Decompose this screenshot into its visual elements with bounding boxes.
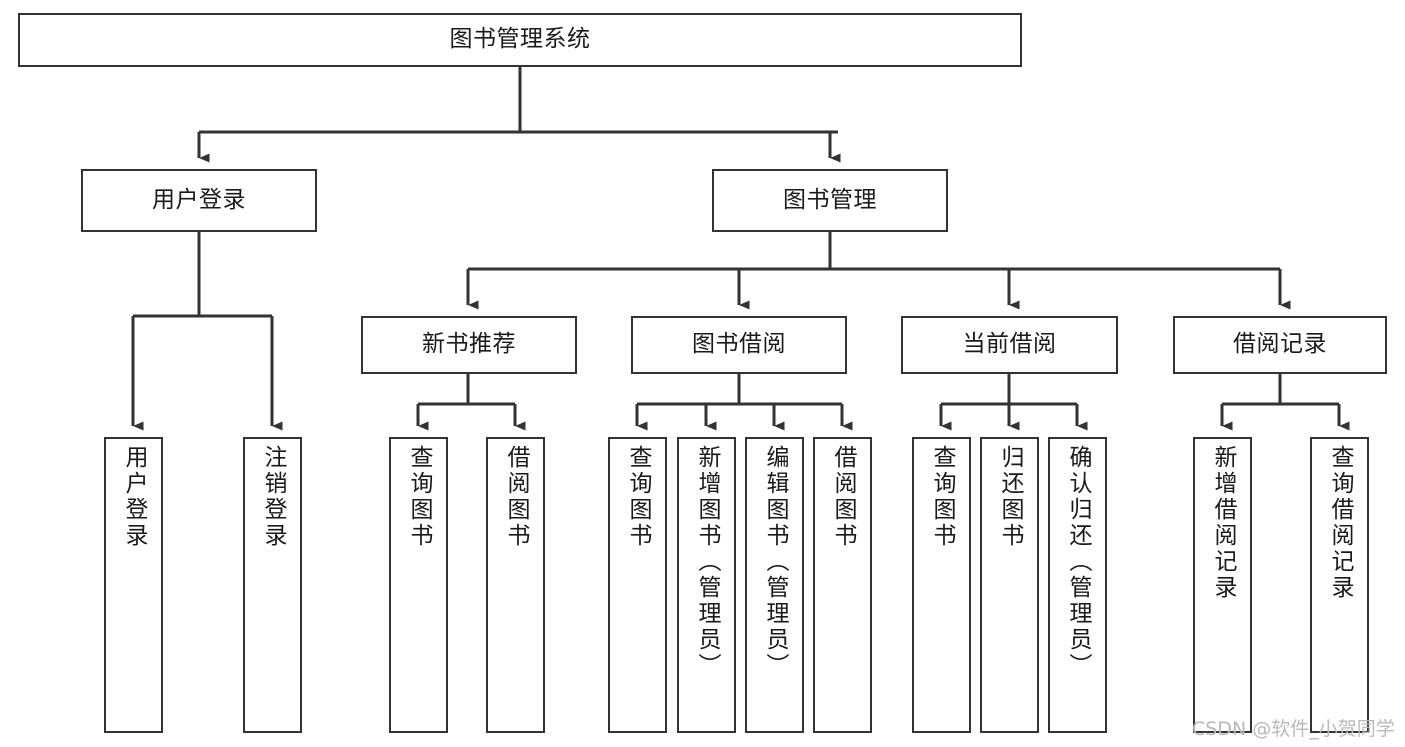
node-current-borrow[interactable]: 当前借阅: [901, 316, 1118, 374]
leaf-logout-login[interactable]: 注销登录: [243, 437, 302, 733]
node-root-label: 图书管理系统: [449, 26, 591, 53]
node-new-book-recommend[interactable]: 新书推荐: [361, 316, 577, 374]
csdn-watermark: CSDN @软件_小贺同学: [1192, 714, 1395, 741]
leaf-confirm-return[interactable]: 确认归还（管理员）: [1048, 437, 1107, 733]
node-book-borrow[interactable]: 图书借阅: [631, 316, 847, 374]
node-new-book-recommend-label: 新书推荐: [422, 331, 516, 358]
leaf-query-book-3[interactable]: 查询图书: [912, 437, 971, 733]
node-current-borrow-label: 当前借阅: [962, 331, 1057, 358]
leaf-user-login-label: 用户登录: [121, 445, 147, 549]
leaf-return-book-label: 归还图书: [997, 445, 1023, 549]
leaf-borrow-book-2[interactable]: 借阅图书: [813, 437, 872, 733]
leaf-user-login[interactable]: 用户登录: [104, 437, 163, 733]
leaf-return-book[interactable]: 归还图书: [980, 437, 1039, 733]
leaf-borrow-book-2-label: 借阅图书: [830, 445, 856, 549]
leaf-confirm-return-label: 确认归还（管理员）: [1065, 445, 1091, 679]
leaf-add-book[interactable]: 新增图书（管理员）: [677, 437, 736, 733]
leaf-query-book-1[interactable]: 查询图书: [389, 437, 448, 733]
leaf-logout-login-label: 注销登录: [260, 445, 286, 549]
leaf-query-record-label: 查询借阅记录: [1327, 445, 1353, 601]
leaf-add-book-label: 新增图书（管理员）: [694, 445, 720, 679]
node-user-login[interactable]: 用户登录: [81, 169, 317, 232]
leaf-query-book-2[interactable]: 查询图书: [608, 437, 667, 733]
leaf-query-book-2-label: 查询图书: [625, 445, 651, 549]
leaf-borrow-book-1-label: 借阅图书: [503, 445, 529, 549]
csdn-watermark-text: CSDN @软件_小贺同学: [1192, 718, 1395, 740]
leaf-borrow-book-1[interactable]: 借阅图书: [486, 437, 545, 733]
node-book-management-label: 图书管理: [783, 186, 877, 213]
leaf-edit-book-label: 编辑图书（管理员）: [762, 445, 788, 679]
leaf-add-record[interactable]: 新增借阅记录: [1193, 437, 1252, 733]
node-root[interactable]: 图书管理系统: [18, 13, 1022, 67]
leaf-add-record-label: 新增借阅记录: [1210, 445, 1236, 601]
node-book-borrow-label: 图书借阅: [692, 331, 786, 358]
leaf-query-book-3-label: 查询图书: [929, 445, 955, 549]
node-borrow-record[interactable]: 借阅记录: [1173, 316, 1387, 374]
node-book-management[interactable]: 图书管理: [712, 169, 948, 232]
leaf-query-book-1-label: 查询图书: [406, 445, 432, 549]
node-borrow-record-label: 借阅记录: [1233, 331, 1327, 358]
node-user-login-label: 用户登录: [152, 186, 246, 213]
leaf-query-record[interactable]: 查询借阅记录: [1310, 437, 1369, 733]
leaf-edit-book[interactable]: 编辑图书（管理员）: [745, 437, 804, 733]
